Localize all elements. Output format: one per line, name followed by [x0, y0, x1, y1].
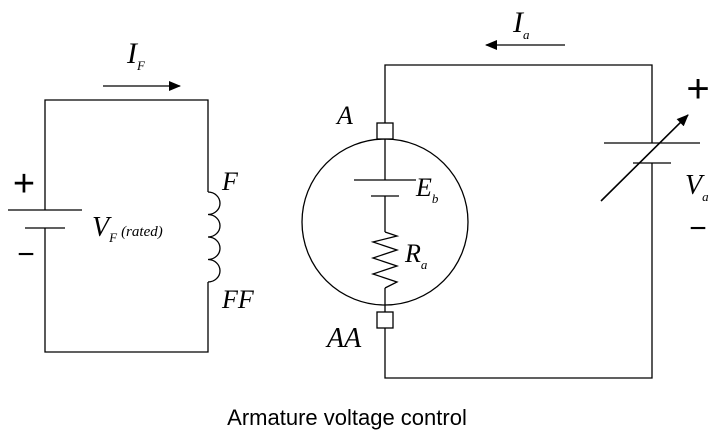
armature-terminal-a [376, 122, 394, 140]
field-plus-sign: + [13, 163, 35, 205]
terminal-aa-label: AA [325, 323, 362, 354]
back-emf-label: Eb [415, 173, 439, 206]
diagram-caption: Armature voltage control [227, 405, 467, 430]
armature-current-label: Ia [512, 6, 530, 42]
variable-supply-battery-icon [600, 114, 700, 202]
supply-voltage-label: Va [685, 170, 709, 204]
field-minus-sign: − [17, 238, 35, 271]
field-winding-inductor-icon [207, 191, 221, 283]
armature-circuit: A AA Eb Ra Ia + − Va [301, 6, 710, 379]
terminal-a-label: A [335, 101, 353, 130]
field-terminal-f-label: F [221, 167, 239, 196]
field-supply-battery-icon [8, 209, 82, 229]
armature-terminal-aa [376, 311, 394, 329]
supply-plus-sign: + [686, 67, 709, 111]
field-circuit: + − VF(rated) IF F FF [8, 37, 255, 353]
field-circuit-wire [44, 99, 209, 353]
back-emf-source-icon [354, 179, 416, 197]
armature-resistor-icon [370, 231, 400, 289]
armature-circuit-wire [384, 64, 653, 379]
field-current-label: IF [126, 37, 146, 73]
supply-minus-sign: − [689, 212, 707, 245]
field-terminal-ff-label: FF [221, 285, 255, 314]
field-voltage-label: VF(rated) [92, 212, 163, 245]
armature-resistance-label: Ra [404, 239, 428, 272]
